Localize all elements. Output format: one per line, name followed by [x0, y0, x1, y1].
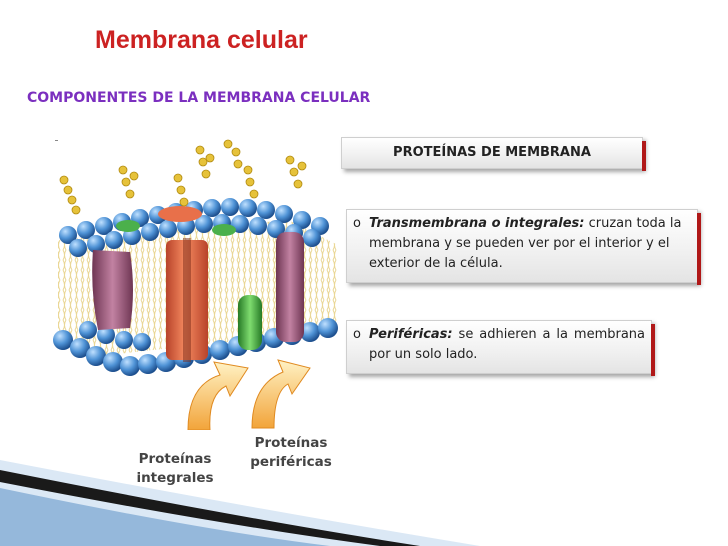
- circle-bullet-icon: o: [353, 216, 361, 231]
- header-box-text: PROTEÍNAS DE MEMBRANA: [393, 145, 591, 160]
- cell-membrane-illustration: [53, 139, 338, 430]
- item-transmembrane: o Transmembrana o integrales: cruzan tod…: [346, 209, 701, 285]
- circle-bullet-icon: o: [353, 327, 361, 342]
- label-peripheral-proteins: Proteínas periféricas: [248, 434, 334, 472]
- header-box: PROTEÍNAS DE MEMBRANA: [341, 137, 646, 171]
- item-description: se adhieren a la membrana por un solo la…: [369, 327, 645, 362]
- stray-mark: [55, 140, 58, 141]
- curved-up-arrow-icon: [187, 359, 311, 430]
- item-term: Transmembrana o integrales:: [369, 216, 585, 231]
- section-subtitle: COMPONENTES DE LA MEMBRANA CELULAR: [27, 90, 371, 106]
- item-description: cruzan toda la membrana y se pueden ver …: [369, 216, 682, 271]
- decorative-swoosh: [0, 460, 480, 546]
- item-text: Periféricas: se adhieren a la membrana p…: [369, 325, 645, 365]
- integral-protein-left: [92, 250, 133, 330]
- item-text: Transmembrana o integrales: cruzan toda …: [369, 214, 691, 274]
- item-peripheral: o Periféricas: se adhieren a la membrana…: [346, 320, 655, 376]
- integral-protein-center: [158, 206, 208, 362]
- peripheral-protein: [116, 220, 262, 350]
- glycan-chains: [59, 139, 307, 215]
- integral-protein-right: [276, 232, 304, 342]
- item-term: Periféricas:: [369, 327, 453, 342]
- page-title: Membrana celular: [95, 26, 308, 54]
- label-integral-proteins: Proteínas integrales: [136, 450, 214, 488]
